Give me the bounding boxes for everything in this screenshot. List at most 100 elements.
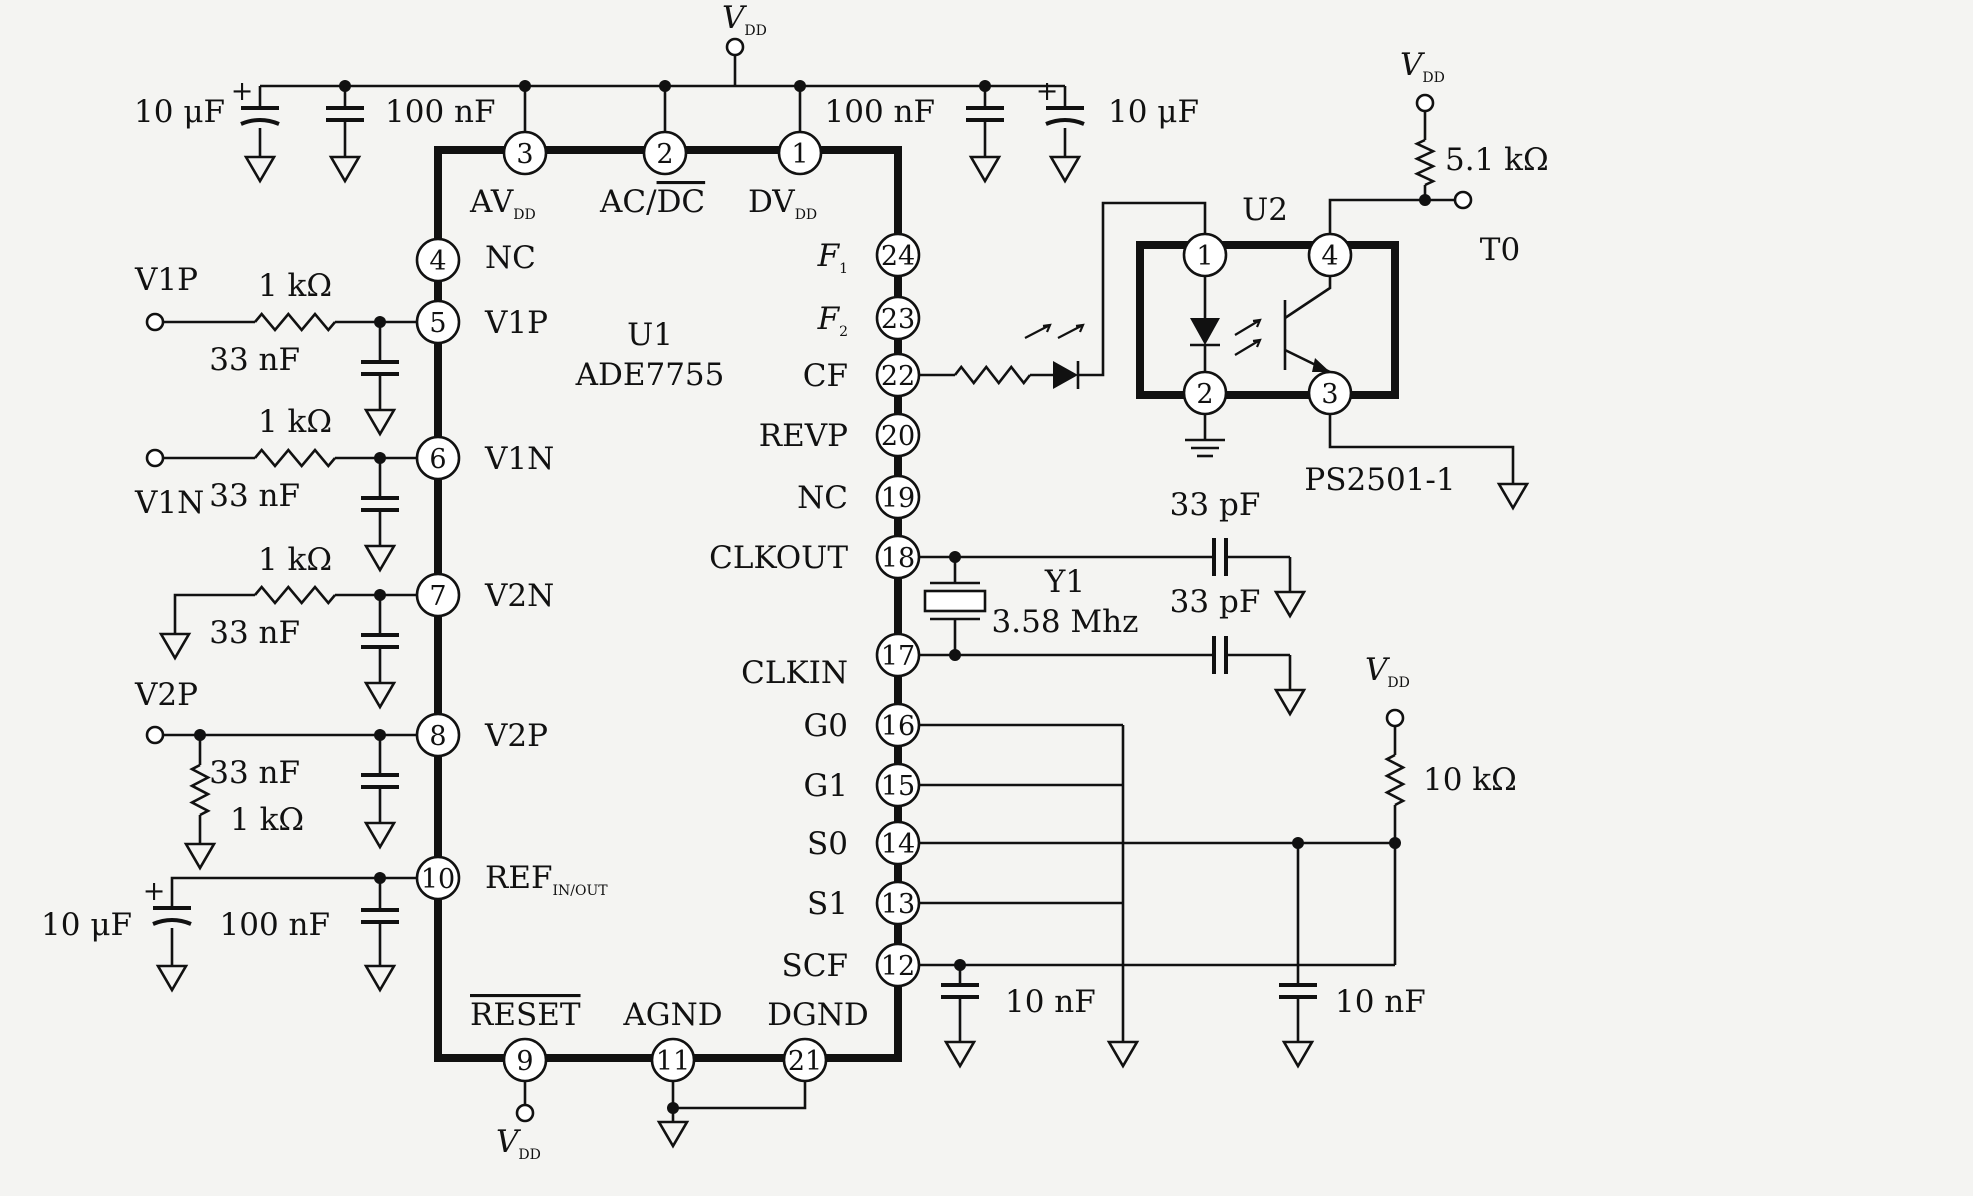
ground-symbol xyxy=(1106,1040,1140,1069)
ground-symbol xyxy=(1048,155,1082,184)
pin-number: 22 xyxy=(881,361,915,392)
pin-number: 11 xyxy=(656,1046,690,1077)
pin-number: 6 xyxy=(429,444,446,475)
pin-9 xyxy=(502,1037,548,1083)
pin-22 xyxy=(875,352,921,398)
pin-label-dgnd: DGND xyxy=(767,997,869,1033)
wire xyxy=(1078,201,1207,377)
ground-symbol xyxy=(328,155,362,184)
cap-value: 10 nF xyxy=(1005,984,1096,1020)
pin-label-v2n: V2N xyxy=(484,578,554,614)
resistor xyxy=(254,311,336,333)
pin-label-f2: F2 xyxy=(817,301,848,340)
polarity-mark: + xyxy=(143,876,166,907)
pin-16 xyxy=(875,702,921,748)
y1-freq: 3.58 Mhz xyxy=(992,604,1139,640)
polarity-mark: + xyxy=(231,76,254,107)
terminal xyxy=(725,37,745,57)
terminal xyxy=(145,725,165,745)
wire xyxy=(671,1081,807,1110)
wires xyxy=(163,55,1515,1122)
pin-label-g0: G0 xyxy=(804,708,849,744)
u1-ref: U1 xyxy=(627,317,673,353)
cap-value: 100 nF xyxy=(385,94,496,130)
pin-label-f1: F1 xyxy=(817,238,848,277)
cap-value: 100 nF xyxy=(825,94,936,130)
led-diode xyxy=(1053,361,1078,389)
ground-symbol xyxy=(363,408,397,437)
terminal-t0: T0 xyxy=(1480,232,1520,268)
pin-4 xyxy=(415,237,461,283)
pin-number: 12 xyxy=(881,951,915,982)
resistor xyxy=(953,364,1032,386)
pin-number: 4 xyxy=(429,246,446,277)
pin-label-dvdd: DVDD xyxy=(748,184,817,223)
pin-label-clkin: CLKIN xyxy=(741,655,848,691)
pin-number: 10 xyxy=(421,864,455,895)
pin-number: 3 xyxy=(516,139,533,170)
pin-2 xyxy=(1182,370,1228,416)
pin-14 xyxy=(875,820,921,866)
pin-17 xyxy=(875,632,921,678)
cap-value: 10 nF xyxy=(1335,984,1426,1020)
u2-ref: U2 xyxy=(1242,192,1288,228)
pin-21 xyxy=(782,1037,828,1083)
pin-label-nc: NC xyxy=(485,240,536,276)
u2-body xyxy=(1136,241,1399,399)
pin-number: 4 xyxy=(1321,241,1338,272)
terminal-v1p: V1P xyxy=(134,262,198,298)
pin-label-agnd: AGND xyxy=(622,997,722,1033)
terminal xyxy=(1415,93,1435,113)
light-arrow xyxy=(1057,323,1085,339)
opto-light-arrow xyxy=(1234,318,1262,336)
wire xyxy=(170,876,380,908)
pin-13 xyxy=(875,880,921,926)
phototransistor-collector xyxy=(1284,276,1332,320)
pin-number: 2 xyxy=(1196,379,1213,410)
pin-3 xyxy=(502,130,548,176)
capacitor-plate xyxy=(1045,118,1085,126)
resistor xyxy=(189,763,211,817)
pin-label-cf: CF xyxy=(803,358,848,394)
cap-value: 10 μF xyxy=(134,94,225,130)
ground-symbol xyxy=(363,964,397,993)
opto-led xyxy=(1190,318,1220,345)
res-value: 1 kΩ xyxy=(258,268,332,304)
pin-23 xyxy=(875,295,921,341)
pin-number: 18 xyxy=(881,543,915,574)
cap-value: 33 pF xyxy=(1170,584,1261,620)
pin-1 xyxy=(1182,232,1228,278)
components xyxy=(145,37,1530,1149)
pin-number: 23 xyxy=(881,304,915,335)
pin-number: 7 xyxy=(429,581,446,612)
pin-number: 24 xyxy=(881,241,915,272)
ground-symbol xyxy=(363,681,397,710)
ground-symbol xyxy=(363,821,397,850)
res-value: 1 kΩ xyxy=(258,542,332,578)
cap-value: 33 pF xyxy=(1170,487,1261,523)
pin-18 xyxy=(875,534,921,580)
ground-symbol xyxy=(155,964,189,993)
pin-number: 17 xyxy=(881,641,915,672)
pin-5 xyxy=(415,299,461,345)
cap-value: 100 nF xyxy=(220,907,331,943)
pin-number: 13 xyxy=(881,889,915,920)
pin-12 xyxy=(875,942,921,988)
pin-4 xyxy=(1307,232,1353,278)
resistor xyxy=(254,584,336,606)
pin-number: 8 xyxy=(429,721,446,752)
terminal-v1n: V1N xyxy=(134,485,204,521)
pin-1 xyxy=(777,130,823,176)
pin-number: 15 xyxy=(881,771,915,802)
res-value: 10 kΩ xyxy=(1423,762,1517,798)
cap-value: 33 nF xyxy=(209,755,300,791)
pin-label-scf: SCF xyxy=(782,948,848,984)
pin-number: 9 xyxy=(516,1046,533,1077)
wire xyxy=(173,593,255,620)
pin-label-g1: G1 xyxy=(804,768,849,804)
ground-symbol xyxy=(1496,482,1530,511)
pin-2 xyxy=(642,130,688,176)
ground-symbol xyxy=(1281,1040,1315,1069)
ground-symbol xyxy=(183,842,217,871)
